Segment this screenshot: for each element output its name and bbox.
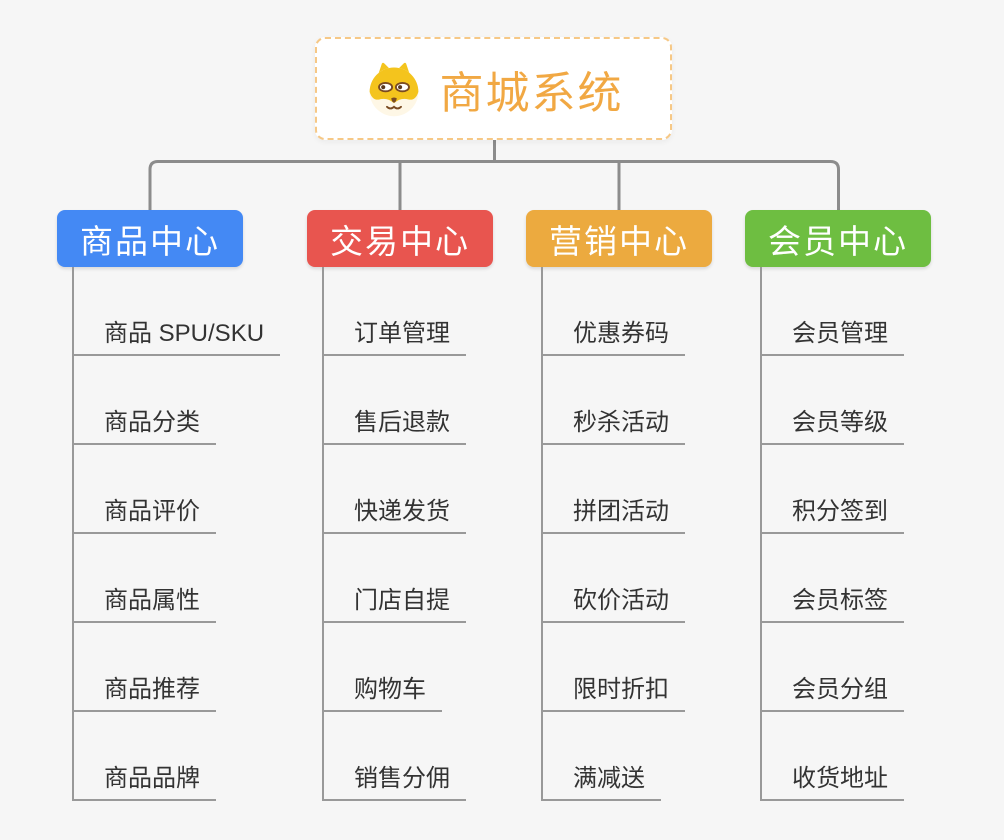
child-row: 商品分类	[72, 356, 280, 445]
child-row: 购物车	[322, 623, 466, 712]
child-row: 限时折扣	[541, 623, 685, 712]
child-topic[interactable]: 商品推荐	[72, 669, 216, 712]
branch-children: 订单管理 售后退款 快递发货 门店自提 购物车 销	[322, 267, 466, 801]
child-topic[interactable]: 收货地址	[760, 758, 904, 801]
child-row: 优惠券码	[541, 267, 685, 356]
root-node[interactable]: 商城系统	[315, 37, 672, 140]
branch-header[interactable]: 商品中心	[57, 210, 243, 267]
child-topic-label: 积分签到	[792, 498, 888, 525]
branch-header[interactable]: 营销中心	[526, 210, 712, 267]
child-topic-label: 拼团活动	[573, 498, 669, 525]
child-topic-label: 商品属性	[104, 587, 200, 614]
child-row: 满减送	[541, 712, 685, 801]
root-node-title: 商城系统	[439, 68, 624, 118]
child-topic[interactable]: 购物车	[322, 669, 442, 712]
child-topic-label: 订单管理	[354, 320, 450, 347]
child-row: 会员分组	[760, 623, 904, 712]
child-topic[interactable]: 会员等级	[760, 402, 904, 445]
branch-node-1: 商品中心 商品 SPU/SKU 商品分类 商品评价 商品属性	[57, 210, 307, 810]
child-topic-label: 会员标签	[792, 587, 888, 614]
child-topic[interactable]: 会员标签	[760, 580, 904, 623]
branch-header-label: 营销中心	[549, 222, 689, 260]
child-row: 会员标签	[760, 534, 904, 623]
child-row: 销售分佣	[322, 712, 466, 801]
child-row: 商品 SPU/SKU	[72, 267, 281, 356]
child-row: 商品评价	[72, 445, 280, 534]
branch-trunk-line	[322, 267, 324, 801]
branch-node-4: 会员中心 会员管理 会员等级 积分签到 会员标签	[745, 210, 995, 810]
child-topic-label: 售后退款	[354, 409, 450, 436]
child-row: 售后退款	[322, 356, 466, 445]
child-topic[interactable]: 商品 SPU/SKU	[72, 313, 281, 356]
branch-trunk-line	[72, 267, 74, 801]
child-topic-label: 销售分佣	[354, 765, 450, 792]
branch-header-label: 交易中心	[330, 222, 470, 260]
child-topic-label: 会员管理	[792, 320, 888, 347]
child-topic[interactable]: 会员管理	[760, 313, 904, 356]
child-topic-label: 商品评价	[104, 498, 200, 525]
child-topic[interactable]: 满减送	[541, 758, 661, 801]
child-topic-label: 满减送	[573, 765, 645, 792]
child-topic[interactable]: 秒杀活动	[541, 402, 685, 445]
child-topic[interactable]: 订单管理	[322, 313, 466, 356]
child-topic[interactable]: 拼团活动	[541, 491, 685, 534]
branch-children: 优惠券码 秒杀活动 拼团活动 砍价活动 限时折扣	[541, 267, 685, 801]
child-topic-label: 会员分组	[792, 676, 888, 703]
child-topic-label: 优惠券码	[573, 320, 669, 347]
child-topic-label: 门店自提	[354, 587, 450, 614]
child-topic-label: 砍价活动	[573, 587, 669, 614]
child-topic-label: 商品品牌	[104, 765, 200, 792]
child-topic-label: 限时折扣	[573, 676, 669, 703]
child-topic[interactable]: 积分签到	[760, 491, 904, 534]
branch-header-label: 商品中心	[80, 222, 220, 260]
child-topic[interactable]: 砍价活动	[541, 580, 685, 623]
child-topic[interactable]: 商品属性	[72, 580, 216, 623]
child-topic[interactable]: 销售分佣	[322, 758, 466, 801]
child-topic[interactable]: 限时折扣	[541, 669, 685, 712]
child-row: 商品推荐	[72, 623, 280, 712]
child-topic-label: 商品分类	[104, 409, 200, 436]
child-row: 商品品牌	[72, 712, 280, 801]
bus-line	[148, 160, 840, 210]
branch-trunk-line	[760, 267, 762, 801]
child-topic[interactable]: 售后退款	[322, 402, 466, 445]
child-topic[interactable]: 优惠券码	[541, 313, 685, 356]
child-topic-label: 购物车	[354, 676, 426, 703]
child-row: 快递发货	[322, 445, 466, 534]
child-row: 拼团活动	[541, 445, 685, 534]
branch-header[interactable]: 交易中心	[307, 210, 493, 267]
branch-node-2: 交易中心 订单管理 售后退款 快递发货 门店自提	[307, 210, 557, 810]
child-topic[interactable]: 商品品牌	[72, 758, 216, 801]
child-row: 收货地址	[760, 712, 904, 801]
branch-header[interactable]: 会员中心	[745, 210, 931, 267]
child-topic-label: 快递发货	[354, 498, 450, 525]
child-topic[interactable]: 商品评价	[72, 491, 216, 534]
branch-trunk-line	[541, 267, 543, 801]
child-topic-label: 会员等级	[792, 409, 888, 436]
child-row: 会员管理	[760, 267, 904, 356]
child-row: 积分签到	[760, 445, 904, 534]
child-row: 商品属性	[72, 534, 280, 623]
branch-children: 会员管理 会员等级 积分签到 会员标签 会员分组	[760, 267, 904, 801]
child-topic-label: 秒杀活动	[573, 409, 669, 436]
shiba-dog-icon	[369, 62, 418, 116]
child-topic[interactable]: 门店自提	[322, 580, 466, 623]
child-topic-label: 收货地址	[792, 765, 888, 792]
child-topic[interactable]: 商品分类	[72, 402, 216, 445]
child-row: 会员等级	[760, 356, 904, 445]
child-row: 门店自提	[322, 534, 466, 623]
branch-children: 商品 SPU/SKU 商品分类 商品评价 商品属性 商品推荐	[72, 267, 281, 801]
child-topic-label: 商品推荐	[104, 676, 200, 703]
branch-header-label: 会员中心	[768, 222, 908, 260]
child-topic[interactable]: 会员分组	[760, 669, 904, 712]
child-topic[interactable]: 快递发货	[322, 491, 466, 534]
child-row: 砍价活动	[541, 534, 685, 623]
branch-node-3: 营销中心 优惠券码 秒杀活动 拼团活动 砍价活动	[526, 210, 776, 810]
child-row: 秒杀活动	[541, 356, 685, 445]
child-topic-label: 商品 SPU/SKU	[104, 320, 265, 347]
child-row: 订单管理	[322, 267, 466, 356]
